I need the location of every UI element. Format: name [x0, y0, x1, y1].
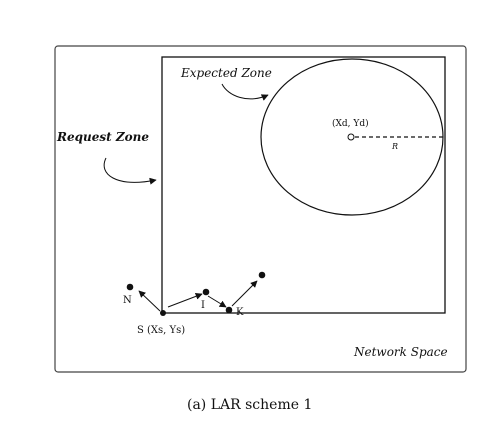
request-zone-pointer	[103, 157, 157, 185]
arrow-s-to-n	[138, 290, 161, 312]
arrow-k-to-next	[231, 280, 258, 307]
node-i	[202, 288, 210, 296]
node-n	[126, 283, 134, 291]
arrow-i-to-k	[207, 295, 227, 308]
expected-zone-pointer	[221, 83, 269, 101]
arrow-s-to-i	[167, 292, 203, 308]
request-zone-label: Request Zone	[56, 130, 149, 144]
radius-label: R	[391, 142, 398, 151]
node-k	[225, 306, 233, 314]
node-n-label: N	[123, 295, 132, 306]
destination-point	[347, 133, 355, 141]
source-label: S (Xs, Ys)	[137, 325, 185, 336]
expected-zone-label: Expected Zone	[180, 66, 272, 80]
node-source	[160, 310, 166, 316]
request-zone-rect	[161, 56, 446, 314]
figure-caption: (a) LAR scheme 1	[187, 397, 312, 413]
node-k-label: K	[236, 307, 244, 318]
network-space-frame	[54, 45, 467, 373]
network-space-label: Network Space	[353, 345, 448, 359]
destination-label: (Xd, Yd)	[332, 118, 369, 129]
node-i-label: I	[201, 300, 205, 311]
node-next	[258, 271, 266, 279]
